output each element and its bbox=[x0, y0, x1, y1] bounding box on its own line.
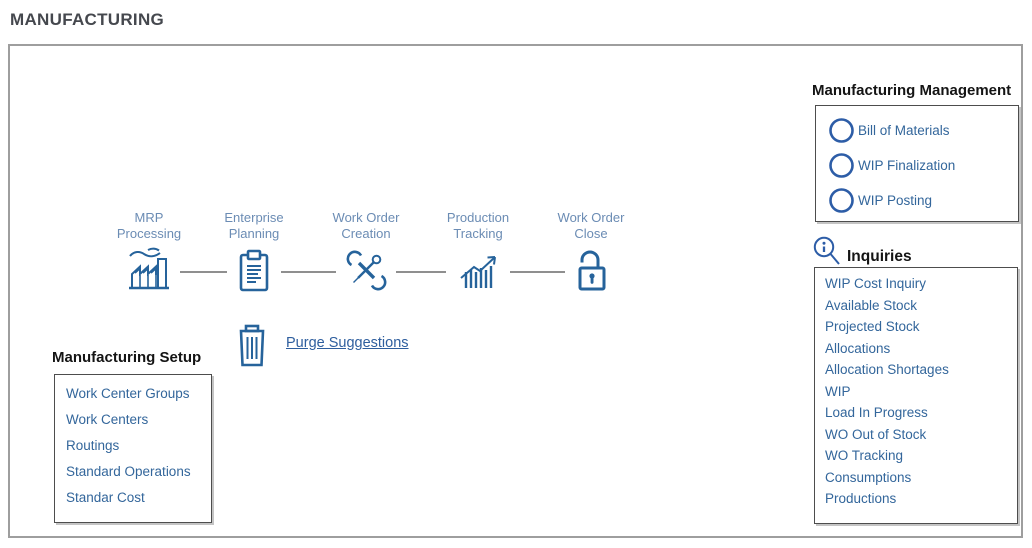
inquiry-menu-item[interactable]: Consumptions bbox=[825, 469, 912, 485]
management-section-title: Manufacturing Management bbox=[812, 82, 1012, 99]
setup-menu-item[interactable]: Standar Cost bbox=[66, 490, 145, 505]
inquiry-menu-item[interactable]: Productions bbox=[825, 491, 897, 506]
management-menu-item[interactable]: Bill of Materials bbox=[828, 113, 1018, 148]
clipboard-icon bbox=[227, 247, 281, 293]
inquiry-menu-item[interactable]: Available Stock bbox=[825, 297, 918, 313]
inquiry-menu-item[interactable]: Allocation Shortages bbox=[825, 362, 949, 377]
inquiries-section-header: Inquiries bbox=[812, 235, 912, 268]
inquiries-menu-box: WIP Cost Inquiry Available Stock Project… bbox=[814, 267, 1018, 524]
management-item-label: WIP Posting bbox=[858, 193, 933, 208]
open-lock-icon bbox=[565, 247, 617, 293]
management-menu-item[interactable]: WIP Posting bbox=[828, 183, 1018, 218]
purge-suggestions-link[interactable]: Purge Suggestions bbox=[286, 335, 409, 351]
inquiry-menu-item[interactable]: WIP Cost Inquiry bbox=[825, 276, 927, 291]
page-title: MANUFACTURING bbox=[10, 10, 165, 29]
inquiry-menu-item[interactable]: WO Tracking bbox=[825, 448, 904, 463]
tools-icon bbox=[336, 247, 396, 293]
inquiry-menu-item[interactable]: Load In Progress bbox=[825, 405, 928, 420]
inquiry-menu-item[interactable]: Allocations bbox=[825, 340, 891, 356]
circle-icon bbox=[829, 153, 854, 178]
factory-icon bbox=[118, 247, 180, 293]
inquiry-menu-item[interactable]: Projected Stock bbox=[825, 319, 920, 334]
purge-suggestions-row: Purge Suggestions bbox=[235, 324, 409, 368]
setup-section-title: Manufacturing Setup bbox=[52, 349, 202, 366]
inquiries-section-title: Inquiries bbox=[847, 248, 912, 265]
setup-menu-box: Work Center Groups Work Centers Routings… bbox=[54, 374, 212, 523]
setup-menu-item[interactable]: Routings bbox=[66, 438, 120, 453]
management-menu-item[interactable]: WIP Finalization bbox=[828, 148, 1018, 183]
circle-icon bbox=[829, 118, 854, 143]
circle-icon bbox=[829, 188, 854, 213]
inquiry-menu-item[interactable]: WIP bbox=[825, 383, 851, 399]
management-item-label: Bill of Materials bbox=[858, 123, 950, 138]
trash-icon bbox=[235, 324, 269, 368]
chart-arrow-icon bbox=[446, 247, 510, 291]
setup-menu-item[interactable]: Standard Operations bbox=[66, 464, 191, 479]
setup-menu-item[interactable]: Work Centers bbox=[66, 412, 149, 427]
info-magnifier-icon bbox=[812, 235, 842, 268]
inquiry-menu-item[interactable]: WO Out of Stock bbox=[825, 426, 927, 442]
setup-menu-item[interactable]: Work Center Groups bbox=[66, 386, 190, 401]
management-menu-box: Bill of Materials WIP Finalization WIP P… bbox=[815, 105, 1019, 222]
management-item-label: WIP Finalization bbox=[858, 158, 956, 173]
